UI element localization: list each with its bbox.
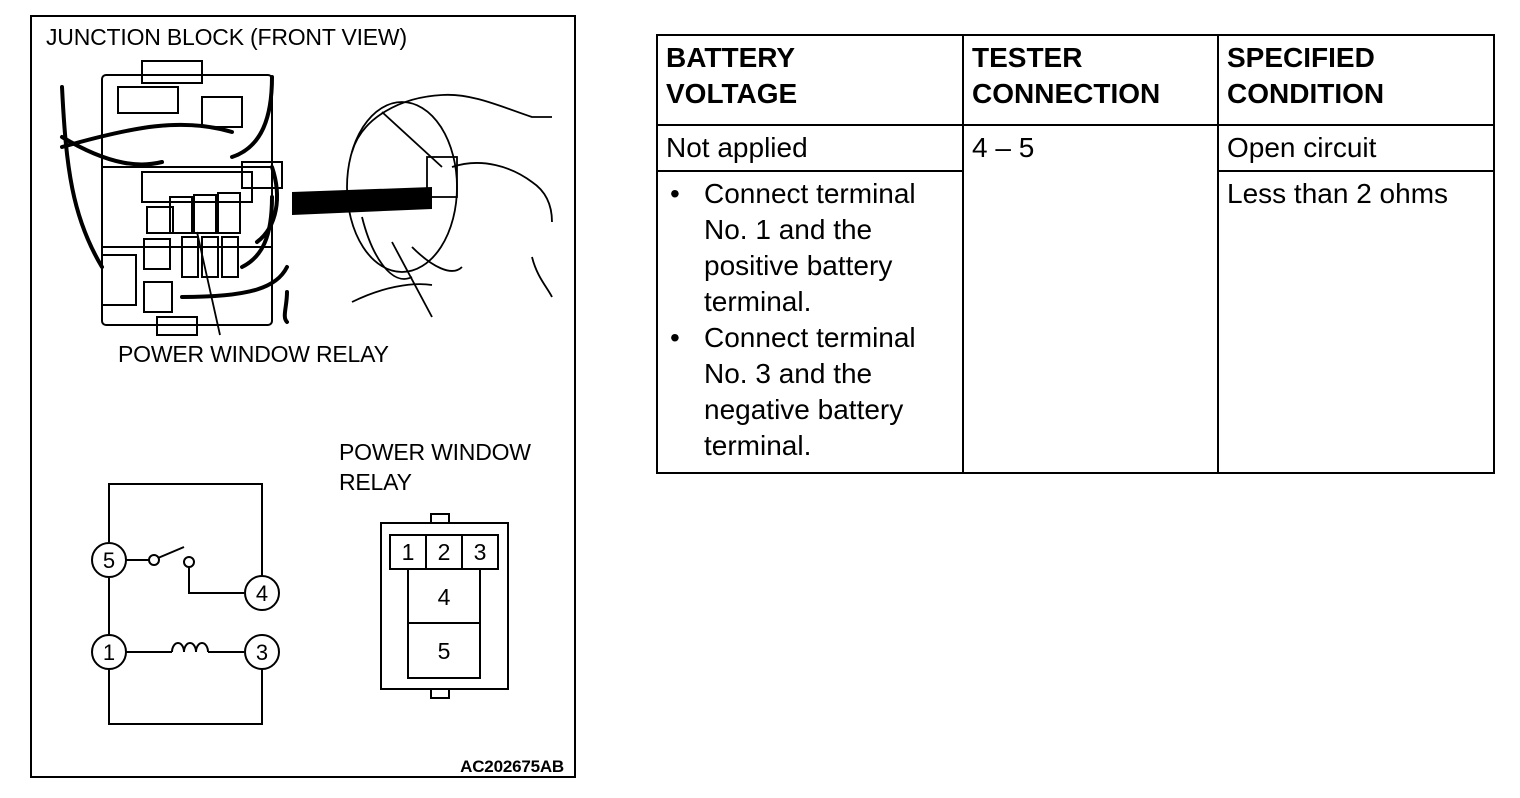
circuit-terminal-4: 4 xyxy=(256,581,268,606)
header-battery-voltage-line2: VOLTAGE xyxy=(666,78,798,109)
wiring-harness xyxy=(60,75,289,324)
cell-battery-not-applied: Not applied xyxy=(656,124,964,172)
location-pointer-arrow xyxy=(292,187,432,215)
junction-block-illustration xyxy=(101,60,283,336)
connector-pin-1: 1 xyxy=(402,539,415,565)
relay-test-table: BATTERY VOLTAGE TESTER CONNECTION SPECIF… xyxy=(656,34,1495,474)
header-battery-voltage-line1: BATTERY xyxy=(666,42,796,73)
dashboard-illustration xyxy=(346,93,553,318)
cell-battery-applied-steps: Connect terminal No. 1 and the positive … xyxy=(656,170,964,474)
step1-line3: positive battery xyxy=(704,250,893,281)
relay-leader-line xyxy=(196,231,221,336)
battery-step-positive: Connect terminal No. 1 and the positive … xyxy=(670,176,954,320)
battery-steps-list: Connect terminal No. 1 and the positive … xyxy=(666,176,954,464)
table-header-row: BATTERY VOLTAGE TESTER CONNECTION SPECIF… xyxy=(656,34,1495,126)
header-tester-connection-line2: CONNECTION xyxy=(972,78,1161,109)
connector-pin-3: 3 xyxy=(474,539,487,565)
table-row: Not applied 4 – 5 Open circuit xyxy=(656,124,1495,474)
relay-circuit-schematic xyxy=(91,483,280,725)
connector-pin-2: 2 xyxy=(438,539,451,565)
circuit-terminal-5: 5 xyxy=(103,548,115,573)
relay-figure-panel: 5 4 1 3 1 2 3 4 5 JUNCTION BLOCK (FRONT … xyxy=(30,15,576,778)
relay-face-label-line1: POWER WINDOW xyxy=(339,439,531,465)
battery-step-negative: Connect terminal No. 3 and the negative … xyxy=(670,320,954,464)
step2-line1: Connect terminal xyxy=(704,322,916,353)
step2-line3: negative battery xyxy=(704,394,904,425)
step1-line4: terminal. xyxy=(704,286,812,317)
cell-less-than-2-ohms: Less than 2 ohms xyxy=(1217,170,1495,474)
circuit-terminal-1: 1 xyxy=(103,640,115,665)
step2-line4: terminal. xyxy=(704,430,812,461)
step2-line2: No. 3 and the xyxy=(704,358,873,389)
relay-callout-label: POWER WINDOW RELAY xyxy=(118,341,389,367)
figure-drawing: 5 4 1 3 1 2 3 4 5 xyxy=(60,60,553,725)
header-tester-connection-line1: TESTER xyxy=(972,42,1083,73)
relay-face-label-line2: RELAY xyxy=(339,469,412,495)
connector-pin-5: 5 xyxy=(438,638,451,664)
relay-face-label: POWER WINDOW RELAY xyxy=(339,437,531,497)
cell-open-circuit: Open circuit xyxy=(1217,124,1495,172)
circuit-terminal-3: 3 xyxy=(256,640,268,665)
step1-line2: No. 1 and the xyxy=(704,214,873,245)
header-battery-voltage: BATTERY VOLTAGE xyxy=(656,34,964,126)
connector-pin-4: 4 xyxy=(438,584,451,610)
relay-connector-face xyxy=(380,513,509,699)
figure-code: AC202675AB xyxy=(460,757,564,776)
step1-line1: Connect terminal xyxy=(704,178,916,209)
header-specified-condition-line1: SPECIFIED xyxy=(1227,42,1375,73)
cell-tester-connection: 4 – 5 xyxy=(962,124,1219,474)
header-specified-condition-line2: CONDITION xyxy=(1227,78,1385,109)
junction-block-label: JUNCTION BLOCK (FRONT VIEW) xyxy=(46,24,407,50)
header-specified-condition: SPECIFIED CONDITION xyxy=(1217,34,1495,126)
table-row: Connect terminal No. 1 and the positive … xyxy=(656,170,1495,474)
header-tester-connection: TESTER CONNECTION xyxy=(962,34,1219,126)
